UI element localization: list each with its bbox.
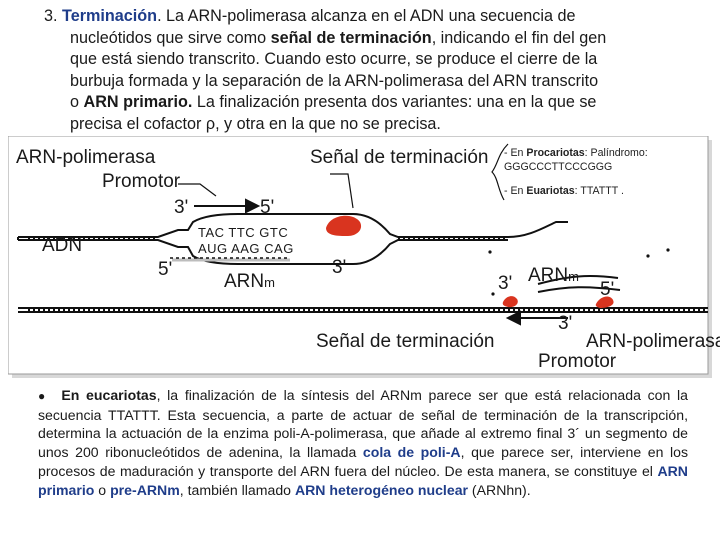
text-line: nucleótidos que sirve como señal de term… — [44, 28, 668, 50]
label-3-prime: 3' — [558, 314, 572, 334]
text: , indicando el fin del gen — [432, 29, 607, 47]
text: : TTATTT . — [575, 185, 624, 197]
bold-term: En eucariotas — [61, 387, 156, 403]
subscript: m — [568, 269, 579, 284]
label-text: ARN — [528, 265, 568, 286]
highlight-term: cola de poli-A — [363, 444, 461, 460]
label-3-prime: 3' — [174, 198, 188, 218]
highlight-term: pre-ARNm — [110, 482, 180, 498]
bold-term: Procariotas — [526, 147, 584, 159]
text-line: burbuja formada y la separación de la AR… — [44, 71, 668, 93]
label-adn: ADN — [42, 236, 82, 256]
text: La finalización presenta dos variantes: … — [192, 93, 596, 111]
sequence-dna: TAC TTC GTC — [198, 226, 288, 240]
text-line: o ARN primario. La finalización presenta… — [44, 92, 668, 114]
note-line: - En Procariotas: Palíndromo: — [504, 146, 710, 160]
text-line: precisa el cofactor ρ, y otra en la que … — [44, 114, 668, 136]
label-5-prime: 5' — [600, 280, 614, 300]
text: - En — [504, 185, 526, 197]
text: (ARNhn). — [468, 482, 531, 498]
label-senal-terminacion: Señal de terminación — [310, 148, 489, 168]
label-promotor: Promotor — [102, 172, 180, 192]
label-arn-polimerasa: ARN-polimerasa — [16, 148, 155, 168]
bold-term: ARN primario. — [84, 93, 193, 111]
label-5-prime: 5' — [158, 260, 172, 280]
intro-paragraph: 3. Terminación. La ARN-polimerasa alcanz… — [44, 6, 668, 136]
label-senal-terminacion: Señal de terminación — [316, 332, 495, 352]
sequence-rna: AUG AAG CAG — [198, 242, 294, 256]
section-heading: Terminación — [62, 7, 157, 25]
highlight-term: ARN heterogéneo nuclear — [295, 482, 468, 498]
label-promotor: Promotor — [538, 352, 616, 372]
text: o — [70, 93, 84, 111]
text: o — [94, 482, 110, 498]
text: . La ARN-polimerasa alcanza en el ADN un… — [157, 7, 575, 25]
bold-term: Euariotas — [526, 185, 574, 197]
label-3-prime: 3' — [498, 274, 512, 294]
label-arnm: ARNm — [224, 272, 275, 293]
bold-term: señal de terminación — [271, 29, 432, 47]
label-arn-polimerasa: ARN-polimerasa — [586, 332, 720, 352]
label-3-prime: 3' — [332, 258, 346, 278]
label-text: ARN — [224, 271, 264, 292]
eukaryote-paragraph: ● En eucariotas, la finalización de la s… — [38, 386, 688, 499]
text: nucleótidos que sirve como — [70, 29, 271, 47]
text: - En — [504, 147, 526, 159]
text-line: que está siendo transcrito. Cuando esto … — [44, 49, 668, 71]
bullet: ● — [38, 389, 48, 403]
subscript: m — [264, 275, 275, 290]
note-line: - En Euariotas: TTATTT . — [504, 184, 710, 198]
label-arnm: ARNm — [528, 266, 579, 287]
section-number: 3. — [44, 7, 58, 25]
text: , también llamado — [180, 482, 295, 498]
note-line: GGGCCCTTCCCGGG — [504, 160, 710, 174]
termination-note: - En Procariotas: Palíndromo: GGGCCCTTCC… — [504, 146, 710, 198]
text: : Palíndromo: — [585, 147, 648, 159]
label-5-prime: 5' — [260, 198, 274, 218]
